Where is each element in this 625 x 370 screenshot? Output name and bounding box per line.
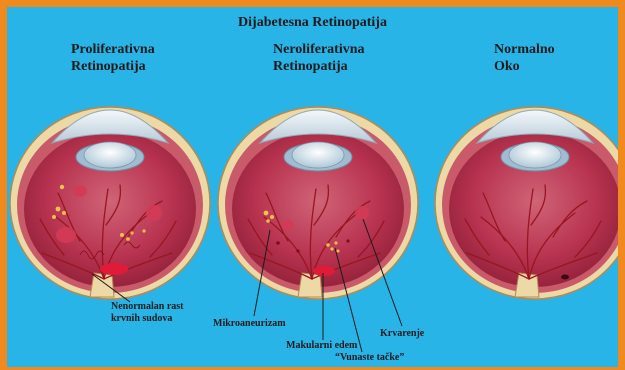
label-abnormal-growth: Nenormalan rast krvnih sudova [111,301,184,325]
label-line1: Nenormalan rast [111,301,184,313]
label-microaneurysm: Mikroaneurizam [213,318,286,330]
label-cotton-wool-spots: “Vunaste tačke” [335,352,404,364]
diagram-panel: Dijabetesna Retinopatija Proliferativna … [7,7,618,367]
eyes-illustration [7,7,618,367]
eye-nonproliferative [218,107,418,299]
eye-normal [435,107,618,299]
label-hemorrhage: Krvarenje [380,328,424,340]
eye-proliferative [10,107,210,299]
label-macular-edema: Makularni edem [286,340,357,352]
label-line2: krvnih sudova [111,313,184,325]
